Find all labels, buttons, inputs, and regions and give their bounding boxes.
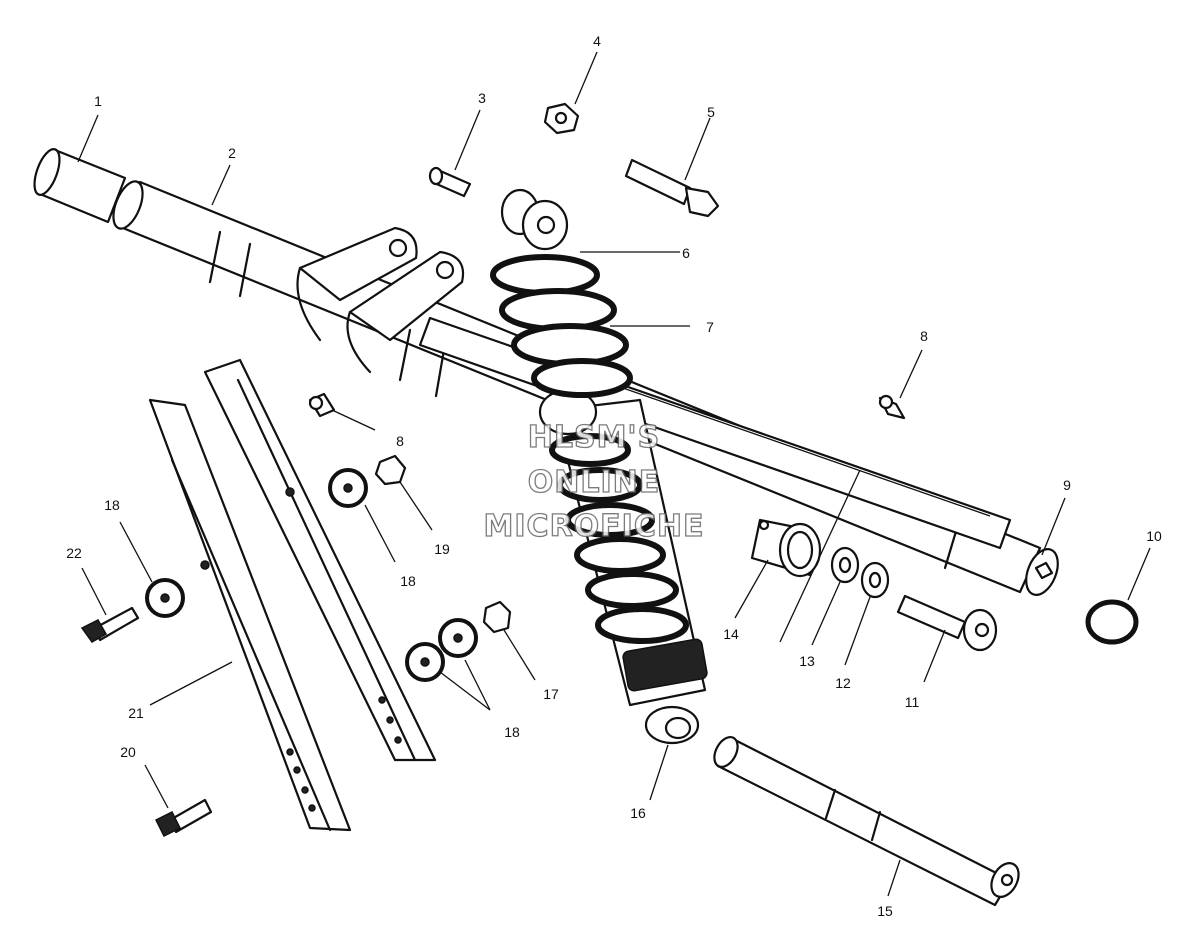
callout-labels: 1 2 3 4 5 6 7 8 8 9 10 11 12 13 14 15 16… — [66, 33, 1162, 919]
callout-20: 20 — [120, 744, 136, 760]
callout-21: 21 — [128, 705, 144, 721]
callout-8b: 8 — [396, 433, 404, 449]
callout-7: 7 — [706, 319, 714, 335]
part-18-washer-d — [405, 642, 445, 682]
callout-15: 15 — [877, 903, 893, 919]
watermark: HLSM'S ONLINE MICROFICHE — [483, 419, 705, 544]
callout-9: 9 — [1063, 477, 1071, 493]
callout-2: 2 — [228, 145, 236, 161]
callout-3: 3 — [478, 90, 486, 106]
rail-brackets — [296, 226, 465, 374]
part-5-bolt — [624, 158, 720, 218]
part-3-spacer — [428, 166, 472, 198]
part-18-washer-a — [328, 468, 368, 508]
watermark-line-2: ONLINE — [528, 465, 661, 500]
callout-18c: 18 — [504, 724, 520, 740]
part-14-bushing — [750, 518, 822, 578]
callout-17: 17 — [543, 686, 559, 702]
part-8-grease-fitting-right — [878, 394, 906, 420]
callout-14: 14 — [723, 626, 739, 642]
part-8-grease-fitting-left — [308, 392, 336, 418]
part-11-bolt — [896, 594, 998, 652]
part-13-washer — [830, 546, 860, 584]
part-19-nut — [374, 454, 407, 486]
callout-12: 12 — [835, 675, 851, 691]
callout-8a: 8 — [920, 328, 928, 344]
callout-18b: 18 — [400, 573, 416, 589]
callout-13: 13 — [799, 653, 815, 669]
watermark-line-1: HLSM'S — [528, 420, 660, 455]
leader-lines — [77, 51, 1151, 897]
part-12-washer — [860, 561, 890, 599]
part-20-bolt — [154, 798, 213, 838]
part-6-7-upper-spring — [490, 188, 633, 398]
part-21-strap-left — [148, 398, 352, 832]
part-18-washer-c — [438, 618, 478, 658]
callout-16: 16 — [630, 805, 646, 821]
callout-22: 22 — [66, 545, 82, 561]
part-15-arm — [713, 736, 1020, 907]
callout-10: 10 — [1146, 528, 1162, 544]
callout-5: 5 — [707, 104, 715, 120]
part-17-nut — [482, 600, 512, 634]
part-4-nut — [543, 102, 580, 135]
callout-4: 4 — [593, 33, 601, 49]
callout-1: 1 — [94, 93, 102, 109]
callout-18a: 18 — [104, 497, 120, 513]
callout-6: 6 — [682, 245, 690, 261]
part-22-bolt — [80, 606, 140, 643]
part-18-washer-b — [145, 578, 185, 618]
part-21-strap-right — [203, 358, 437, 762]
part-16-shock — [538, 388, 708, 745]
callout-19: 19 — [434, 541, 450, 557]
callout-11: 11 — [905, 694, 920, 710]
part-1-pin — [33, 148, 127, 224]
watermark-line-3: MICROFICHE — [484, 509, 705, 544]
part-10-ring — [1085, 599, 1139, 645]
